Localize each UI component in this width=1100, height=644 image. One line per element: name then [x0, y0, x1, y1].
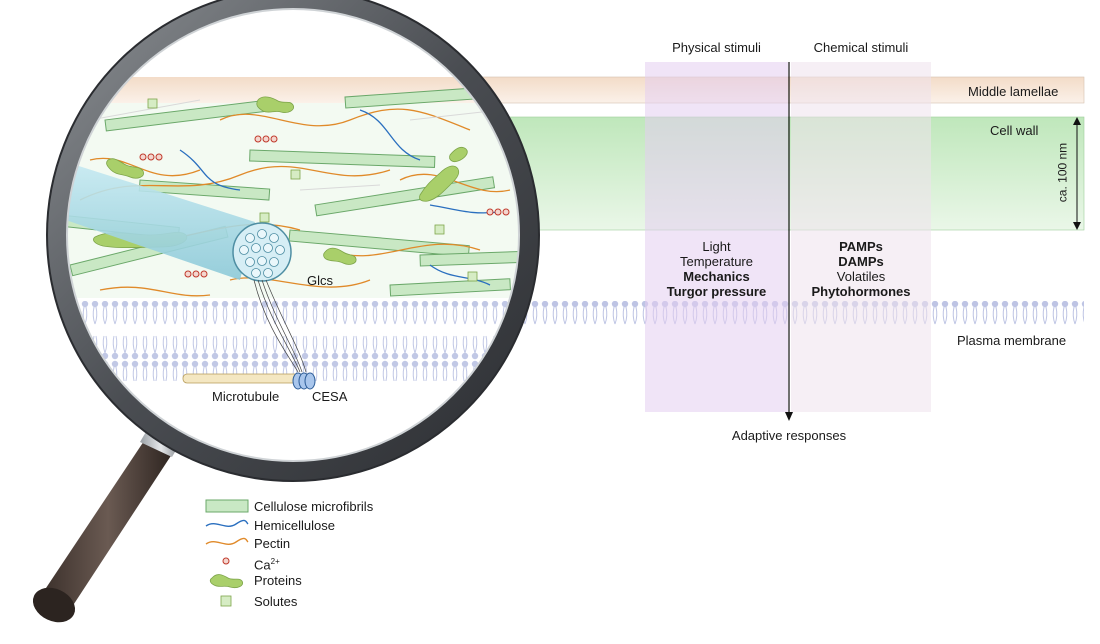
plasma-membrane-label: Plasma membrane — [957, 333, 1067, 348]
chemical-stimuli-panel — [791, 62, 931, 412]
physical-stimuli-panel — [645, 62, 788, 412]
physical-stimulus-item: Mechanics — [683, 269, 750, 284]
divider-arrow-head — [785, 412, 793, 421]
lens-content — [65, 7, 521, 463]
chemical-stimulus-item: DAMPs — [838, 254, 884, 269]
thickness-label: ca. 100 nm — [1055, 142, 1070, 203]
legend-calcium-symbol — [222, 557, 230, 565]
glcs-fiber — [65, 160, 255, 280]
adaptive-responses-label: Adaptive responses — [731, 428, 847, 443]
cesa-complex — [292, 372, 316, 390]
physical-stimulus-item: Temperature — [680, 254, 753, 269]
magnifier-handle — [32, 425, 182, 623]
cell-wall-label: Cell wall — [990, 123, 1039, 138]
glcs-label: Glcs — [307, 273, 333, 288]
middle-lamellae-label: Middle lamellae — [968, 84, 1059, 99]
legend-cellulose-symbol — [205, 499, 249, 513]
legend-hemicellulose-label: Hemicellulose — [254, 518, 335, 533]
thickness-arrow-bottom — [1073, 222, 1081, 230]
physical-stimuli-header: Physical stimuli — [672, 40, 761, 55]
chemical-stimuli-header: Chemical stimuli — [813, 40, 909, 55]
chemical-stimulus-item: Volatiles — [836, 269, 886, 284]
chemical-stimulus-item: PAMPs — [839, 239, 883, 254]
microtubule-label: Microtubule — [212, 389, 280, 404]
magnifier-ring — [47, 0, 539, 481]
legend-pectin-label: Pectin — [254, 536, 291, 551]
legend-calcium-superscript: 2+ — [270, 557, 280, 566]
legend-symbols — [205, 499, 249, 607]
legend-cellulose-label: Cellulose microfibrils — [254, 499, 374, 514]
physical-stimulus-item: Light — [702, 239, 731, 254]
legend-hemicellulose-symbol — [205, 519, 249, 527]
legend-proteins-label: Proteins — [254, 573, 302, 588]
legend-solute-symbol — [220, 595, 232, 607]
legend-protein-symbol — [209, 574, 244, 589]
legend-solutes-label: Solutes — [254, 594, 298, 609]
legend-calcium-text: Ca — [254, 557, 271, 573]
chemical-stimulus-item: Phytohormones — [811, 284, 911, 299]
legend-pectin-symbol — [205, 537, 249, 545]
legend-calcium-label: Ca2+ — [254, 554, 280, 572]
thickness-arrow-top — [1073, 117, 1081, 125]
cesa-label: CESA — [312, 389, 348, 404]
physical-stimulus-item: Turgor pressure — [666, 284, 767, 299]
